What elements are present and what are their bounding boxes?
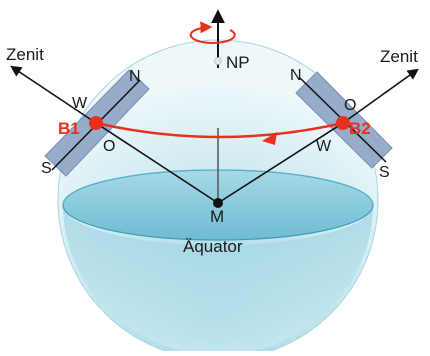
center-dot bbox=[213, 198, 223, 208]
north-pole-dot bbox=[214, 57, 222, 65]
b2-zenith-label: Zenit bbox=[380, 47, 418, 66]
point-b2-dot bbox=[336, 116, 350, 130]
b1-south-label: S bbox=[41, 160, 52, 177]
b1-name-label: B1 bbox=[58, 119, 80, 138]
radius-lines bbox=[95, 122, 344, 204]
b1-west-label: W bbox=[72, 95, 88, 112]
zenith-arrows bbox=[10, 65, 419, 124]
point-b1-dot bbox=[89, 116, 103, 130]
b1-east-label: O bbox=[103, 138, 115, 155]
b1-zenith-label: Zenit bbox=[6, 45, 44, 64]
path-b1-b2 bbox=[95, 121, 344, 145]
b2-south-label: S bbox=[379, 164, 390, 181]
center-label: M bbox=[210, 207, 224, 226]
b2-north-label: N bbox=[290, 67, 302, 84]
b2-west-label: W bbox=[316, 138, 332, 155]
b2-east-label: O bbox=[344, 97, 356, 114]
rotation-arrow-icon bbox=[189, 21, 236, 44]
b2-name-label: B2 bbox=[349, 119, 371, 138]
b1-north-label: N bbox=[129, 68, 141, 85]
equator-label: Äquator bbox=[183, 237, 243, 256]
north-pole-label: NP bbox=[226, 53, 250, 72]
